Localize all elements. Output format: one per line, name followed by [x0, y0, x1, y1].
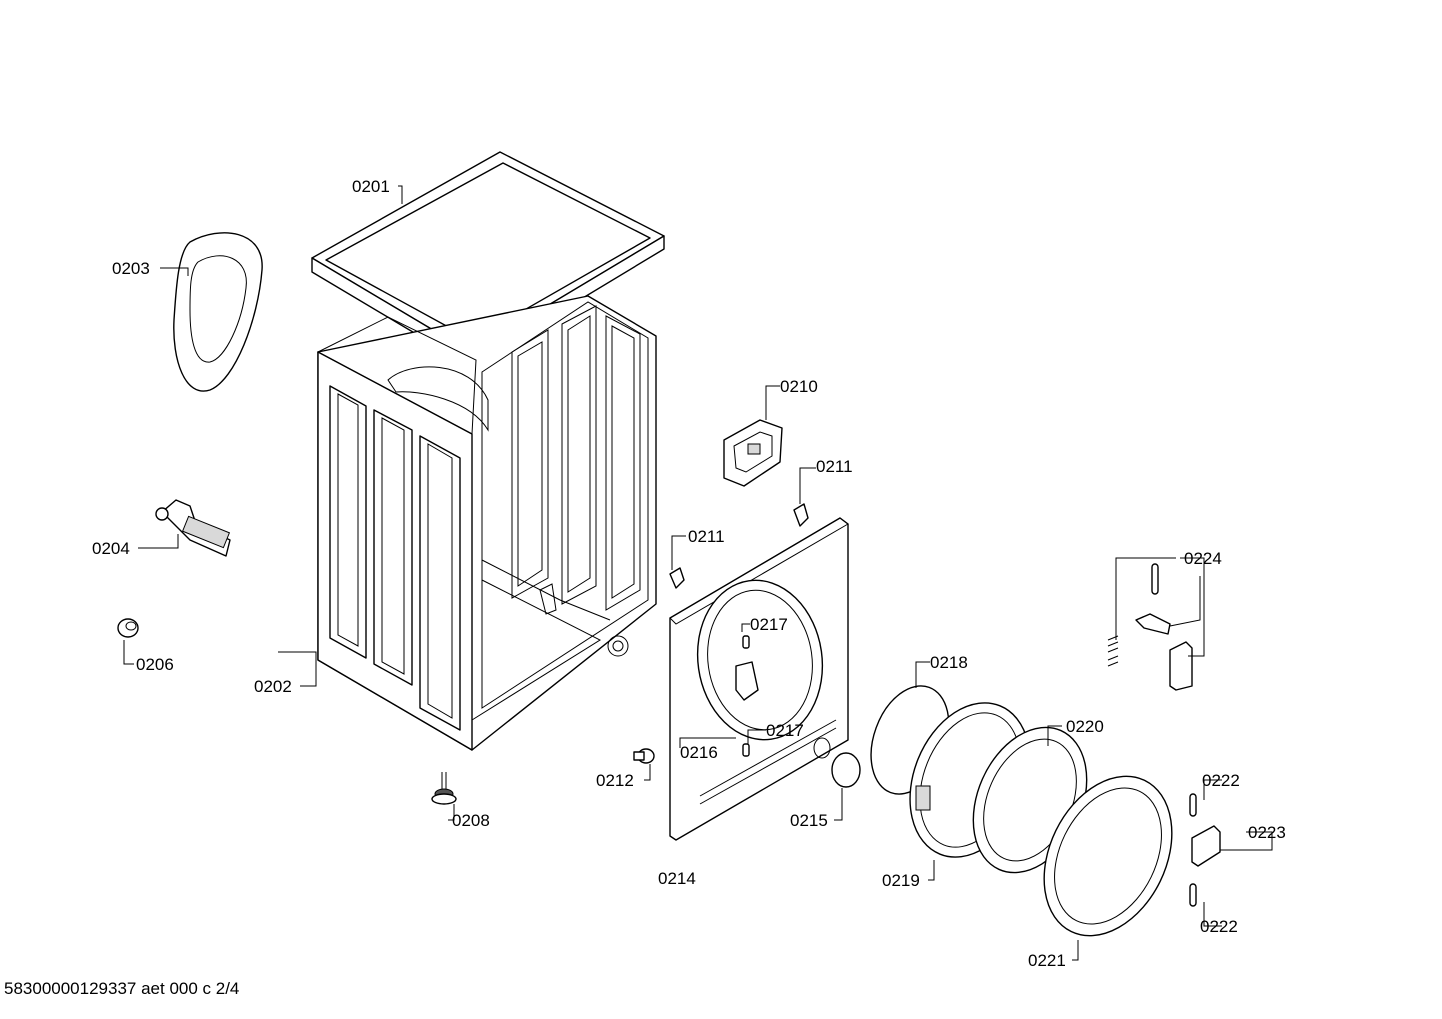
- connector-drawing: [155, 499, 231, 557]
- door-handle-drawing: [1191, 825, 1221, 867]
- document-reference-footer: 58300000129337 aet 000 c 2/4: [4, 979, 240, 998]
- part-label-0206[interactable]: 0206: [136, 655, 174, 674]
- door-lock-drawing: [723, 419, 783, 487]
- part-label-0203[interactable]: 0203: [112, 259, 150, 278]
- part-label-0218[interactable]: 0218: [930, 653, 968, 672]
- clip-drawing-a: [669, 567, 685, 589]
- screw-drawing: [633, 748, 655, 764]
- part-label-0215[interactable]: 0215: [790, 811, 828, 830]
- bushing-drawing-b: [742, 743, 750, 757]
- part-label-0222-top[interactable]: 0222: [1202, 771, 1240, 790]
- part-label-0212[interactable]: 0212: [596, 771, 634, 790]
- part-label-0202[interactable]: 0202: [254, 677, 292, 696]
- leader-lines: [123, 185, 1273, 961]
- part-label-0217-bottom[interactable]: 0217: [766, 721, 804, 740]
- pin-drawing-a: [1189, 793, 1197, 817]
- front-panel-drawing: [669, 517, 849, 841]
- part-label-0204[interactable]: 0204: [92, 539, 130, 558]
- pin-drawing-b: [1189, 883, 1197, 907]
- part-label-0210[interactable]: 0210: [780, 377, 818, 396]
- part-label-0214[interactable]: 0214: [658, 869, 696, 888]
- part-label-0217-top[interactable]: 0217: [750, 615, 788, 634]
- part-label-0208[interactable]: 0208: [452, 811, 490, 830]
- door-outer-ring-drawing: [1043, 775, 1173, 937]
- cabinet-drawing: [316, 295, 657, 751]
- back-plate-drawing: [173, 232, 263, 392]
- leveling-foot-drawing: [431, 772, 457, 805]
- part-label-0220[interactable]: 0220: [1066, 717, 1104, 736]
- part-label-0224[interactable]: 0224: [1184, 549, 1222, 568]
- lock-parts-drawing: [1107, 563, 1193, 691]
- clip-drawing-b: [793, 503, 809, 527]
- part-labels: 0201 0202 0203 0204 0206 0208 0210 0211 …: [92, 177, 1286, 970]
- bushing-drawing-a: [742, 635, 750, 649]
- part-label-0201[interactable]: 0201: [352, 177, 390, 196]
- part-label-0223[interactable]: 0223: [1248, 823, 1286, 842]
- part-label-0211-left[interactable]: 0211: [688, 527, 725, 546]
- part-label-0216[interactable]: 0216: [680, 743, 718, 762]
- part-label-0211-right[interactable]: 0211: [816, 457, 853, 476]
- part-label-0219[interactable]: 0219: [882, 871, 920, 890]
- cap-drawing: [831, 752, 861, 788]
- foot-drawing: [117, 618, 139, 638]
- part-label-0221[interactable]: 0221: [1028, 951, 1066, 970]
- part-label-0222-bottom[interactable]: 0222: [1200, 917, 1238, 936]
